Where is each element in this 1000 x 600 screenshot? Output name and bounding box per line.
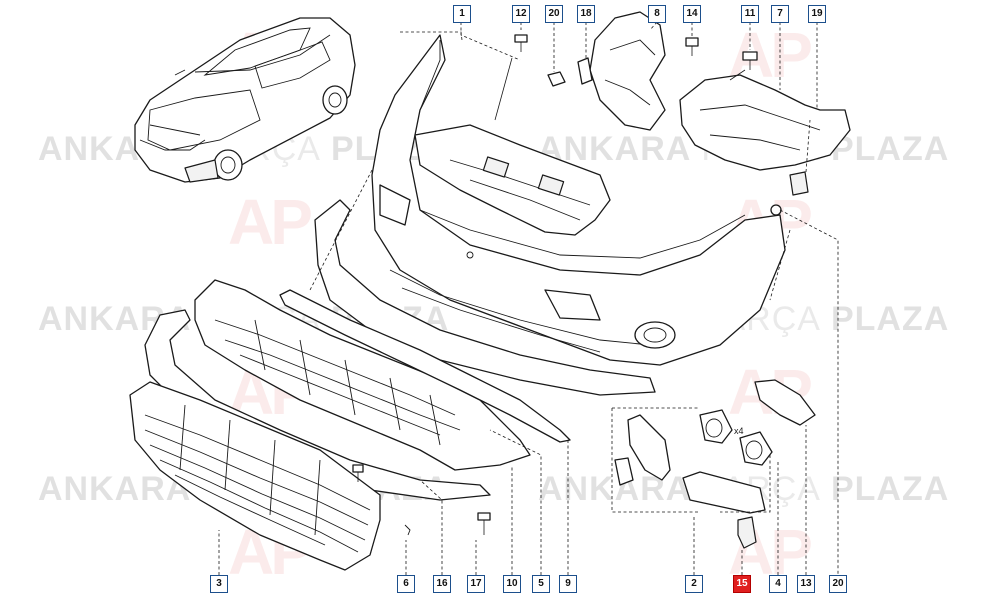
callout-14[interactable]: 14 — [683, 5, 701, 23]
callout-20-top[interactable]: 20 — [545, 5, 563, 23]
callout-1[interactable]: 1 — [453, 5, 471, 23]
lower-grille-strip — [279, 289, 571, 443]
fasteners-bottom — [352, 464, 491, 536]
quantity-marker: x4 — [734, 426, 744, 436]
group-outline — [611, 407, 771, 513]
callout-17[interactable]: 17 — [467, 575, 485, 593]
watermark-word: PLAZA — [830, 130, 950, 168]
leader-lines — [218, 21, 839, 578]
watermark-word: PLAZA — [830, 300, 950, 338]
callout-16[interactable]: 16 — [433, 575, 451, 593]
callout-2[interactable]: 2 — [685, 575, 703, 593]
side-brackets — [589, 11, 851, 216]
callout-4[interactable]: 4 — [769, 575, 787, 593]
callout-9[interactable]: 9 — [559, 575, 577, 593]
fog-lamp-group: x4 — [614, 379, 816, 549]
fasteners-top — [514, 34, 758, 87]
callout-3[interactable]: 3 — [210, 575, 228, 593]
callout-13[interactable]: 13 — [797, 575, 815, 593]
callout-18[interactable]: 18 — [577, 5, 595, 23]
watermark-word: ANKARA — [38, 470, 192, 508]
callout-15-highlighted[interactable]: 15 — [733, 575, 751, 593]
callout-5[interactable]: 5 — [532, 575, 550, 593]
lower-absorber — [194, 279, 531, 471]
car-illustration — [134, 17, 356, 183]
lower-grille — [129, 381, 381, 571]
callout-11[interactable]: 11 — [741, 5, 759, 23]
callout-8[interactable]: 8 — [648, 5, 666, 23]
callout-12[interactable]: 12 — [512, 5, 530, 23]
upper-bracket — [414, 124, 611, 236]
callout-19[interactable]: 19 — [808, 5, 826, 23]
callout-10[interactable]: 10 — [503, 575, 521, 593]
front-bumper — [371, 34, 786, 366]
callout-20-bottom[interactable]: 20 — [829, 575, 847, 593]
callout-7[interactable]: 7 — [771, 5, 789, 23]
watermark-logo: AP — [228, 186, 313, 258]
lower-trim-strip — [314, 199, 656, 396]
callout-6[interactable]: 6 — [397, 575, 415, 593]
watermark-word: PLAZA — [830, 470, 950, 508]
